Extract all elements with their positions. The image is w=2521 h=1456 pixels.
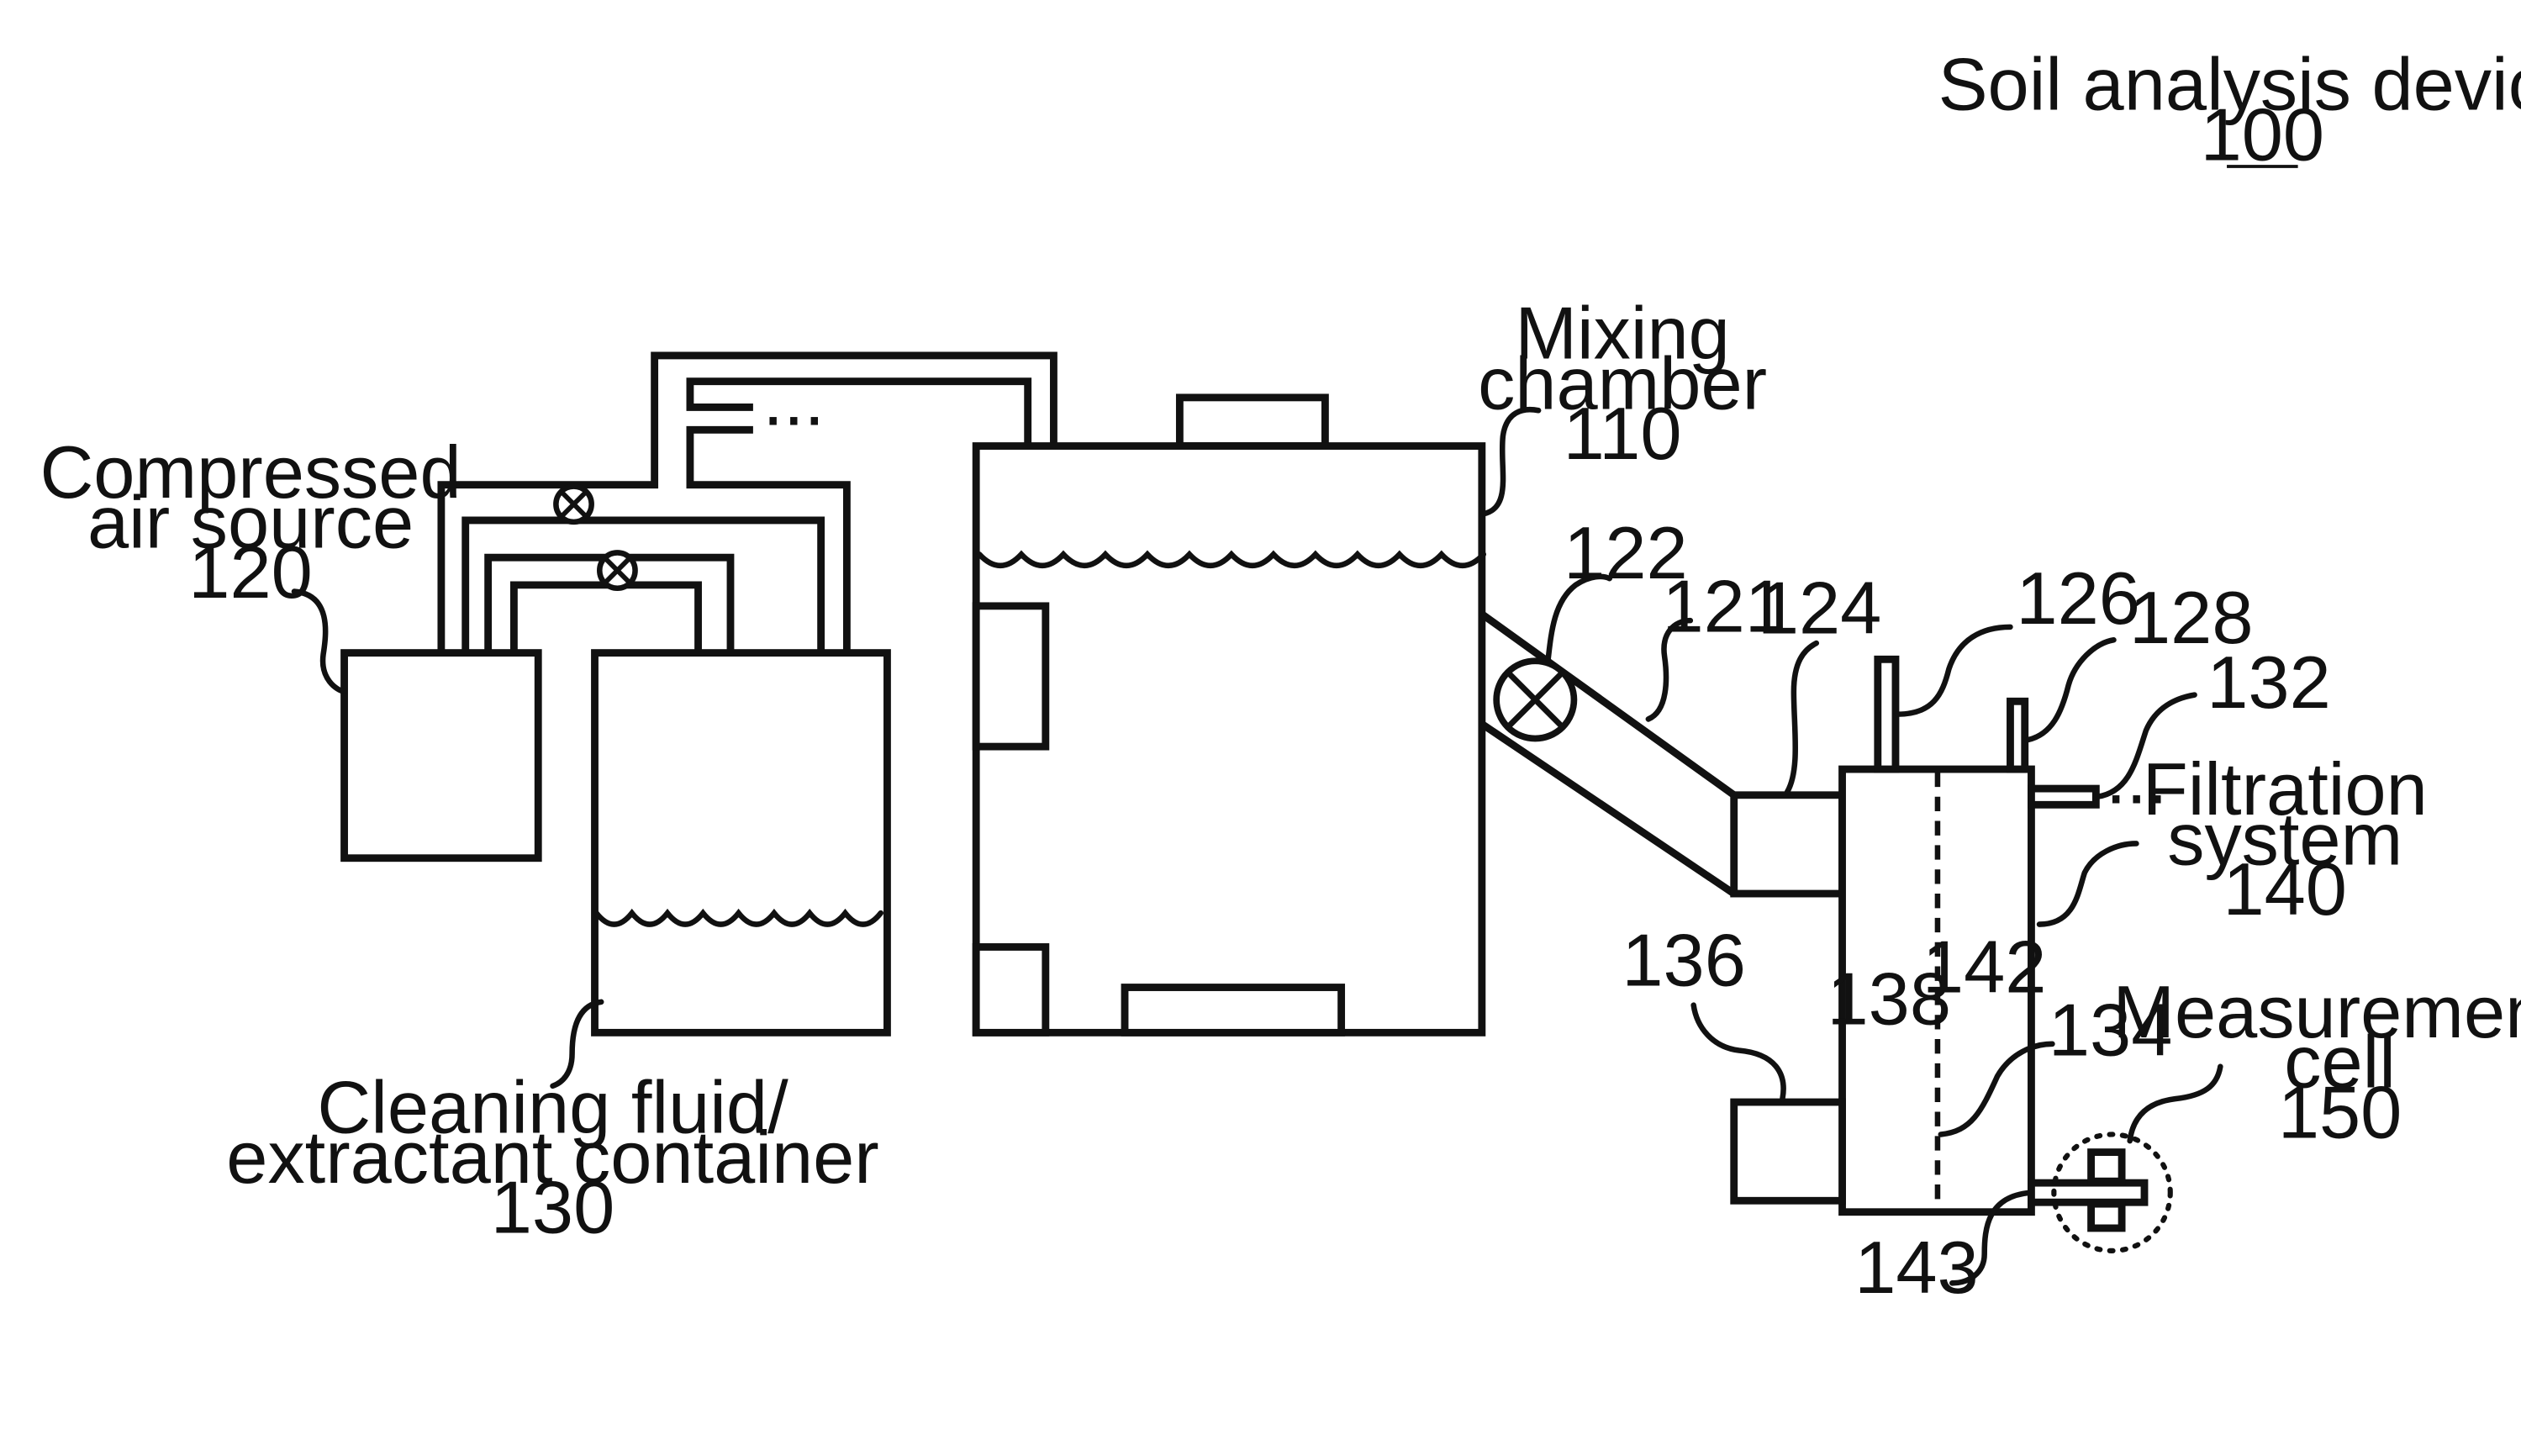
air-valve-upper — [556, 487, 591, 522]
measurement-sensor-bottom — [2091, 1204, 2123, 1228]
compressed-air-source-box — [345, 653, 539, 858]
svg-text:150: 150 — [2278, 1070, 2402, 1153]
compressed-air-label: Compressed air source 120 — [40, 430, 461, 614]
air-pipe-lower-inner — [514, 585, 698, 653]
measurement-sensor-top — [2091, 1153, 2123, 1182]
ref-136: 136 — [1622, 919, 1746, 1002]
mixing-chamber-leader — [1484, 409, 1538, 514]
extractant-container-box — [595, 653, 888, 1033]
air-piping — [441, 356, 1054, 653]
transfer-pipe-lower — [1482, 724, 1734, 894]
filter-outlet-143 — [2031, 1183, 2144, 1202]
ref-124: 124 — [1758, 567, 1882, 650]
outlet-pipe-132 — [2031, 789, 2096, 804]
mixing-chamber-port-lower — [976, 947, 1046, 1032]
measurement-leader — [2130, 1067, 2221, 1141]
filter-inlet-port — [1734, 795, 1843, 894]
svg-text:140: 140 — [2223, 847, 2347, 931]
air-valve-lower — [599, 552, 635, 588]
pipe-126-leader — [1897, 627, 2011, 715]
mixing-chamber-label: Mixing chamber 110 — [1478, 292, 1767, 475]
filtration-label: Filtration system 140 — [2143, 747, 2428, 931]
device-number: 100 — [2201, 92, 2325, 176]
container-label: Cleaning fluid/ extractant container 130 — [226, 1066, 878, 1249]
vent-pipe-126 — [1878, 659, 1896, 769]
measurement-label: Measurement cell 150 — [2112, 970, 2521, 1153]
port-136-leader — [1694, 1005, 1784, 1099]
filter-side-port-136 — [1734, 1102, 1843, 1200]
mixing-chamber-lid — [1179, 398, 1325, 446]
ref-143: 143 — [1854, 1226, 1979, 1309]
filtration-leader — [2039, 843, 2136, 924]
transfer-valve — [1496, 661, 1574, 738]
air-pipe-to-mixing-outer — [441, 356, 1054, 653]
mixing-chamber-box — [976, 446, 1482, 1033]
air-pipe-stub — [690, 382, 1028, 446]
svg-text:120: 120 — [188, 530, 313, 614]
pipe-128-leader — [2027, 640, 2114, 740]
svg-text:110: 110 — [1564, 392, 1682, 475]
device-title: Soil analysis device 100 — [1938, 43, 2521, 177]
ref-132: 132 — [2207, 641, 2331, 724]
svg-text:130: 130 — [491, 1166, 615, 1249]
pipe-continuation-ellipsis: ... — [762, 358, 825, 441]
mixing-chamber-port-upper — [976, 606, 1046, 746]
port-124-leader — [1787, 643, 1817, 792]
ref-126: 126 — [2016, 557, 2140, 640]
ref-142: 142 — [1922, 925, 2047, 1008]
mixing-chamber-base-element — [1125, 988, 1342, 1033]
vent-pipe-128 — [2010, 701, 2024, 769]
